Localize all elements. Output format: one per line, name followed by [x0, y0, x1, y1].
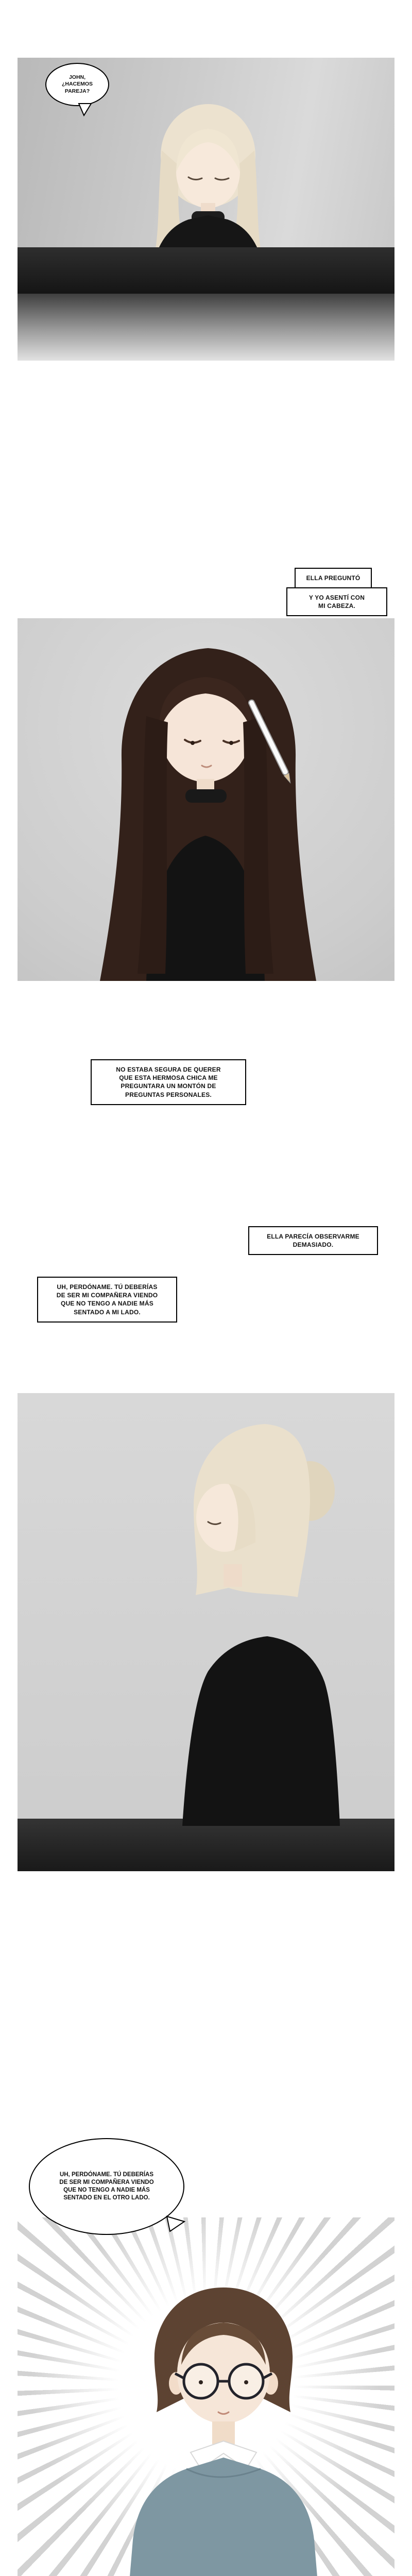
panel-blonde-student: [18, 58, 394, 294]
speech-text-pairing: JOHN, ¿HACEMOS PAREJA?: [61, 74, 93, 94]
character-blonde-side-illustration: [182, 1424, 340, 1826]
gradient-transition-band: [18, 294, 394, 361]
desk-shadow-band: [18, 247, 394, 294]
narration-box-not-sure: NO ESTABA SEGURA DE QUERER QUE ESTA HERM…: [91, 1059, 246, 1105]
speech-bubble-pairing-question: JOHN, ¿HACEMOS PAREJA?: [45, 63, 109, 106]
speech-bubble-tail: [166, 2215, 186, 2232]
desk-shadow-band: [18, 1819, 394, 1871]
narration-box-excuse-me: UH, PERDÓNAME. TÚ DEBERÍAS DE SER MI COM…: [37, 1277, 177, 1323]
narration-box-she-asked: ELLA PREGUNTÓ: [295, 568, 372, 589]
speech-text-excuse-me: UH, PERDÓNAME. TÚ DEBERÍAS DE SER MI COM…: [59, 2172, 154, 2201]
narration-box-observed: ELLA PARECÍA OBSERVARME DEMASIADO.: [248, 1226, 378, 1256]
panel-brunette-student: [18, 618, 394, 981]
character-glasses-boy-illustration: [130, 2287, 317, 2576]
panel-glasses-boy-speedlines: [18, 2217, 394, 2576]
panel-blonde-student-side: [18, 1393, 394, 1871]
narration-box-i-nodded: Y YO ASENTÍ CON MI CABEZA.: [286, 587, 387, 617]
speech-bubble-tail: [78, 103, 92, 116]
speech-bubble-excuse-me: UH, PERDÓNAME. TÚ DEBERÍAS DE SER MI COM…: [29, 2138, 184, 2235]
character-brunette-student-illustration: [100, 648, 316, 981]
